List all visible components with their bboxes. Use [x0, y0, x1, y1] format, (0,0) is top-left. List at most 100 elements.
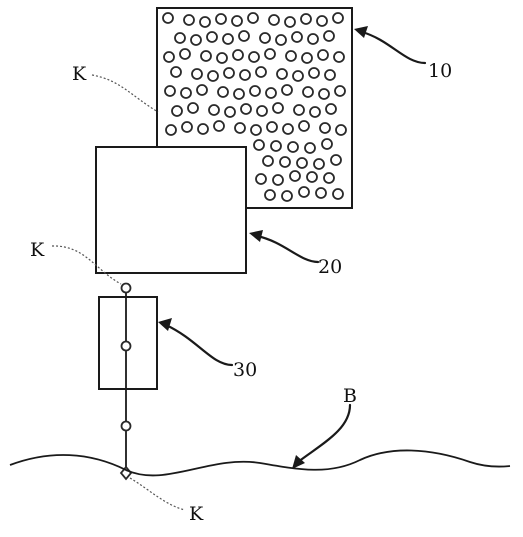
particle: [262, 155, 274, 167]
particle: [253, 139, 265, 151]
particle: [255, 66, 267, 78]
particle: [233, 88, 245, 100]
particle: [281, 84, 293, 96]
particle: [318, 88, 330, 100]
leader-arrow-30: [164, 323, 234, 367]
particle: [284, 16, 296, 28]
label-k-mid: K: [30, 239, 45, 261]
particle: [276, 68, 288, 80]
particle: [293, 104, 305, 116]
particle: [179, 48, 191, 60]
particle: [282, 123, 294, 135]
particle: [332, 12, 344, 24]
leader-k-bottom: [129, 477, 186, 511]
leader-arrow-10: [360, 30, 427, 65]
particle: [191, 68, 203, 80]
particle: [231, 15, 243, 27]
particle: [281, 190, 293, 202]
particle: [270, 140, 282, 152]
particle: [222, 33, 234, 45]
particle: [256, 105, 268, 117]
particle: [308, 67, 320, 79]
particle: [301, 52, 313, 64]
particle: [238, 30, 250, 42]
particle: [215, 13, 227, 25]
particle: [272, 102, 284, 114]
particle: [232, 49, 244, 61]
label-k-bottom: K: [189, 503, 204, 525]
particle: [255, 173, 267, 185]
particle: [264, 189, 276, 201]
particle: [213, 120, 225, 132]
particle: [163, 51, 175, 63]
leader-k-mid: [51, 245, 122, 285]
box-20: [95, 146, 247, 274]
particle: [199, 16, 211, 28]
particle: [183, 14, 195, 26]
particle: [307, 33, 319, 45]
particle: [217, 86, 229, 98]
arrowhead-10: [354, 26, 368, 38]
particle: [298, 186, 310, 198]
particle: [197, 123, 209, 135]
particle: [332, 188, 344, 200]
particle: [306, 171, 318, 183]
particle: [330, 154, 342, 166]
particle: [208, 104, 220, 116]
particle: [279, 156, 291, 168]
node-lower: [120, 420, 132, 432]
leader-arrow-20: [255, 234, 320, 264]
particle: [162, 12, 174, 24]
particle: [239, 69, 251, 81]
particle: [309, 106, 321, 118]
particle: [207, 70, 219, 82]
particle: [285, 50, 297, 62]
particle: [275, 34, 287, 46]
particle: [187, 102, 199, 114]
particle: [249, 85, 261, 97]
particle: [223, 67, 235, 79]
particle: [319, 122, 331, 134]
particle: [287, 141, 299, 153]
particle: [250, 124, 262, 136]
particle: [321, 138, 333, 150]
particle: [200, 50, 212, 62]
particle: [289, 170, 301, 182]
particle: [333, 51, 345, 63]
particle: [190, 34, 202, 46]
particle: [316, 15, 328, 27]
particle: [206, 31, 218, 43]
node-top: [120, 282, 132, 294]
particle: [180, 87, 192, 99]
particle: [335, 124, 347, 136]
particle: [292, 70, 304, 82]
particle: [268, 14, 280, 26]
label-30: 30: [233, 359, 257, 381]
node-in-box-30: [120, 340, 132, 352]
particles-group: [162, 12, 347, 202]
leader-arrow-b: [296, 403, 352, 464]
particle: [264, 48, 276, 60]
particle: [170, 66, 182, 78]
leader-k-top: [91, 74, 159, 113]
particle: [325, 103, 337, 115]
particle: [323, 172, 335, 184]
particle: [266, 121, 278, 133]
particle: [304, 142, 316, 154]
particle: [265, 87, 277, 99]
label-20: 20: [318, 256, 342, 278]
label-b: B: [343, 385, 357, 407]
particle: [272, 174, 284, 186]
label-10: 10: [428, 60, 452, 82]
arrowhead-b: [292, 455, 305, 469]
particle: [171, 105, 183, 117]
particle: [315, 187, 327, 199]
particle: [248, 51, 260, 63]
particle: [300, 13, 312, 25]
particle: [334, 85, 346, 97]
arrowhead-20: [249, 230, 263, 242]
wavy-surface-b: [9, 449, 511, 477]
particle: [317, 49, 329, 61]
particle: [298, 120, 310, 132]
